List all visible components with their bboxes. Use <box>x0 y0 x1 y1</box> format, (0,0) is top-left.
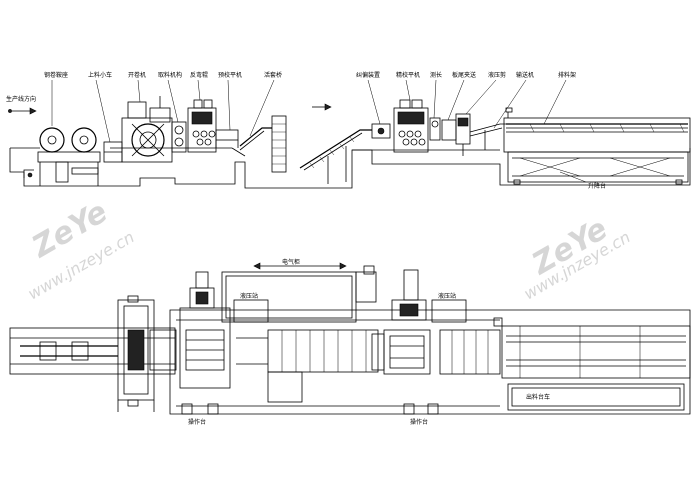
pre-leveler <box>187 99 217 153</box>
plan-shear-conveyor <box>439 317 503 375</box>
plan-loop-area <box>236 329 379 403</box>
label-direction: 生产线方向 <box>6 95 36 103</box>
measuring-unit <box>429 117 441 141</box>
label-tail-clamp: 板尾夹送 <box>452 71 476 79</box>
direction-arrow-mid <box>312 103 332 111</box>
plan-left-platform <box>9 327 176 375</box>
hydraulic-shear <box>455 113 471 156</box>
stacker-hatch <box>529 123 685 133</box>
label-output-car: 出料台车 <box>526 393 550 401</box>
deviation-device <box>371 123 391 139</box>
lift-table <box>507 151 689 185</box>
label-deviation: 纠偏装置 <box>356 71 380 79</box>
elevation-view: 生产线方向 钢卷鞍座 上料小车 开卷机 取料机构 反弯辊 预校平机 活套桥 纠偏… <box>6 71 691 190</box>
loop-bridge <box>239 115 372 184</box>
label-coil-rack: 钢卷鞍座 <box>44 71 68 79</box>
label-pre-leveler: 预校平机 <box>218 71 242 79</box>
label-uncoiler: 开卷机 <box>128 71 146 79</box>
label-hydraulic-shear: 液压剪 <box>488 71 506 79</box>
support-table <box>215 129 239 148</box>
plan-floor-frame <box>169 309 691 415</box>
plan-hydraulic-station-1 <box>233 299 269 323</box>
plan-uncoiler <box>117 295 177 412</box>
coil-saddle <box>23 127 101 186</box>
label-coil-car: 上料小车 <box>88 71 112 79</box>
label-loop-bridge: 活套桥 <box>264 71 282 79</box>
plan-fine-leveler <box>371 269 431 375</box>
watermark-right: ZeYe www.jnzeye.cn <box>521 211 634 303</box>
floor-slope <box>231 147 246 157</box>
direction-arrow-left <box>8 107 37 115</box>
label-hydraulic-station-2: 液压站 <box>438 292 456 300</box>
plan-hydraulic-station-2 <box>431 299 467 323</box>
uncoiler <box>121 96 173 163</box>
label-lift-table: 升降台 <box>588 182 606 190</box>
label-take-up: 取料机构 <box>158 71 182 79</box>
stacker <box>503 107 691 153</box>
leader-lines <box>51 79 587 183</box>
plan-pre-leveler <box>179 271 231 389</box>
label-console-2: 操作台 <box>410 418 428 426</box>
plan-electric-cabinet <box>221 262 377 323</box>
label-conveyor: 输送机 <box>516 71 534 79</box>
plan-stacker <box>501 325 691 379</box>
label-console-1: 操作台 <box>188 418 206 426</box>
foundation-outline <box>9 148 691 189</box>
plan-output-car <box>507 383 685 411</box>
watermark-left: ZeYe www.jnzeye.cn <box>25 194 138 303</box>
label-measure: 测长 <box>430 71 442 79</box>
label-fine-leveler: 精校平机 <box>396 71 420 79</box>
loop-bridge-hatch <box>309 136 355 169</box>
plan-console-2 <box>403 403 439 415</box>
take-up-mechanism <box>171 121 187 153</box>
label-electric-cabinet: 电气柜 <box>282 258 300 266</box>
fine-leveler <box>393 99 429 153</box>
tail-clamp <box>441 119 457 141</box>
plan-console-1 <box>181 403 219 415</box>
plan-view: 电气柜 液压站 液压站 操作台 操作台 出料台车 <box>9 258 691 426</box>
label-stacker: 排料架 <box>558 71 576 79</box>
coil-car <box>103 141 123 163</box>
label-bending-roll: 反弯辊 <box>190 71 208 79</box>
label-hydraulic-station-1: 液压站 <box>240 292 258 300</box>
